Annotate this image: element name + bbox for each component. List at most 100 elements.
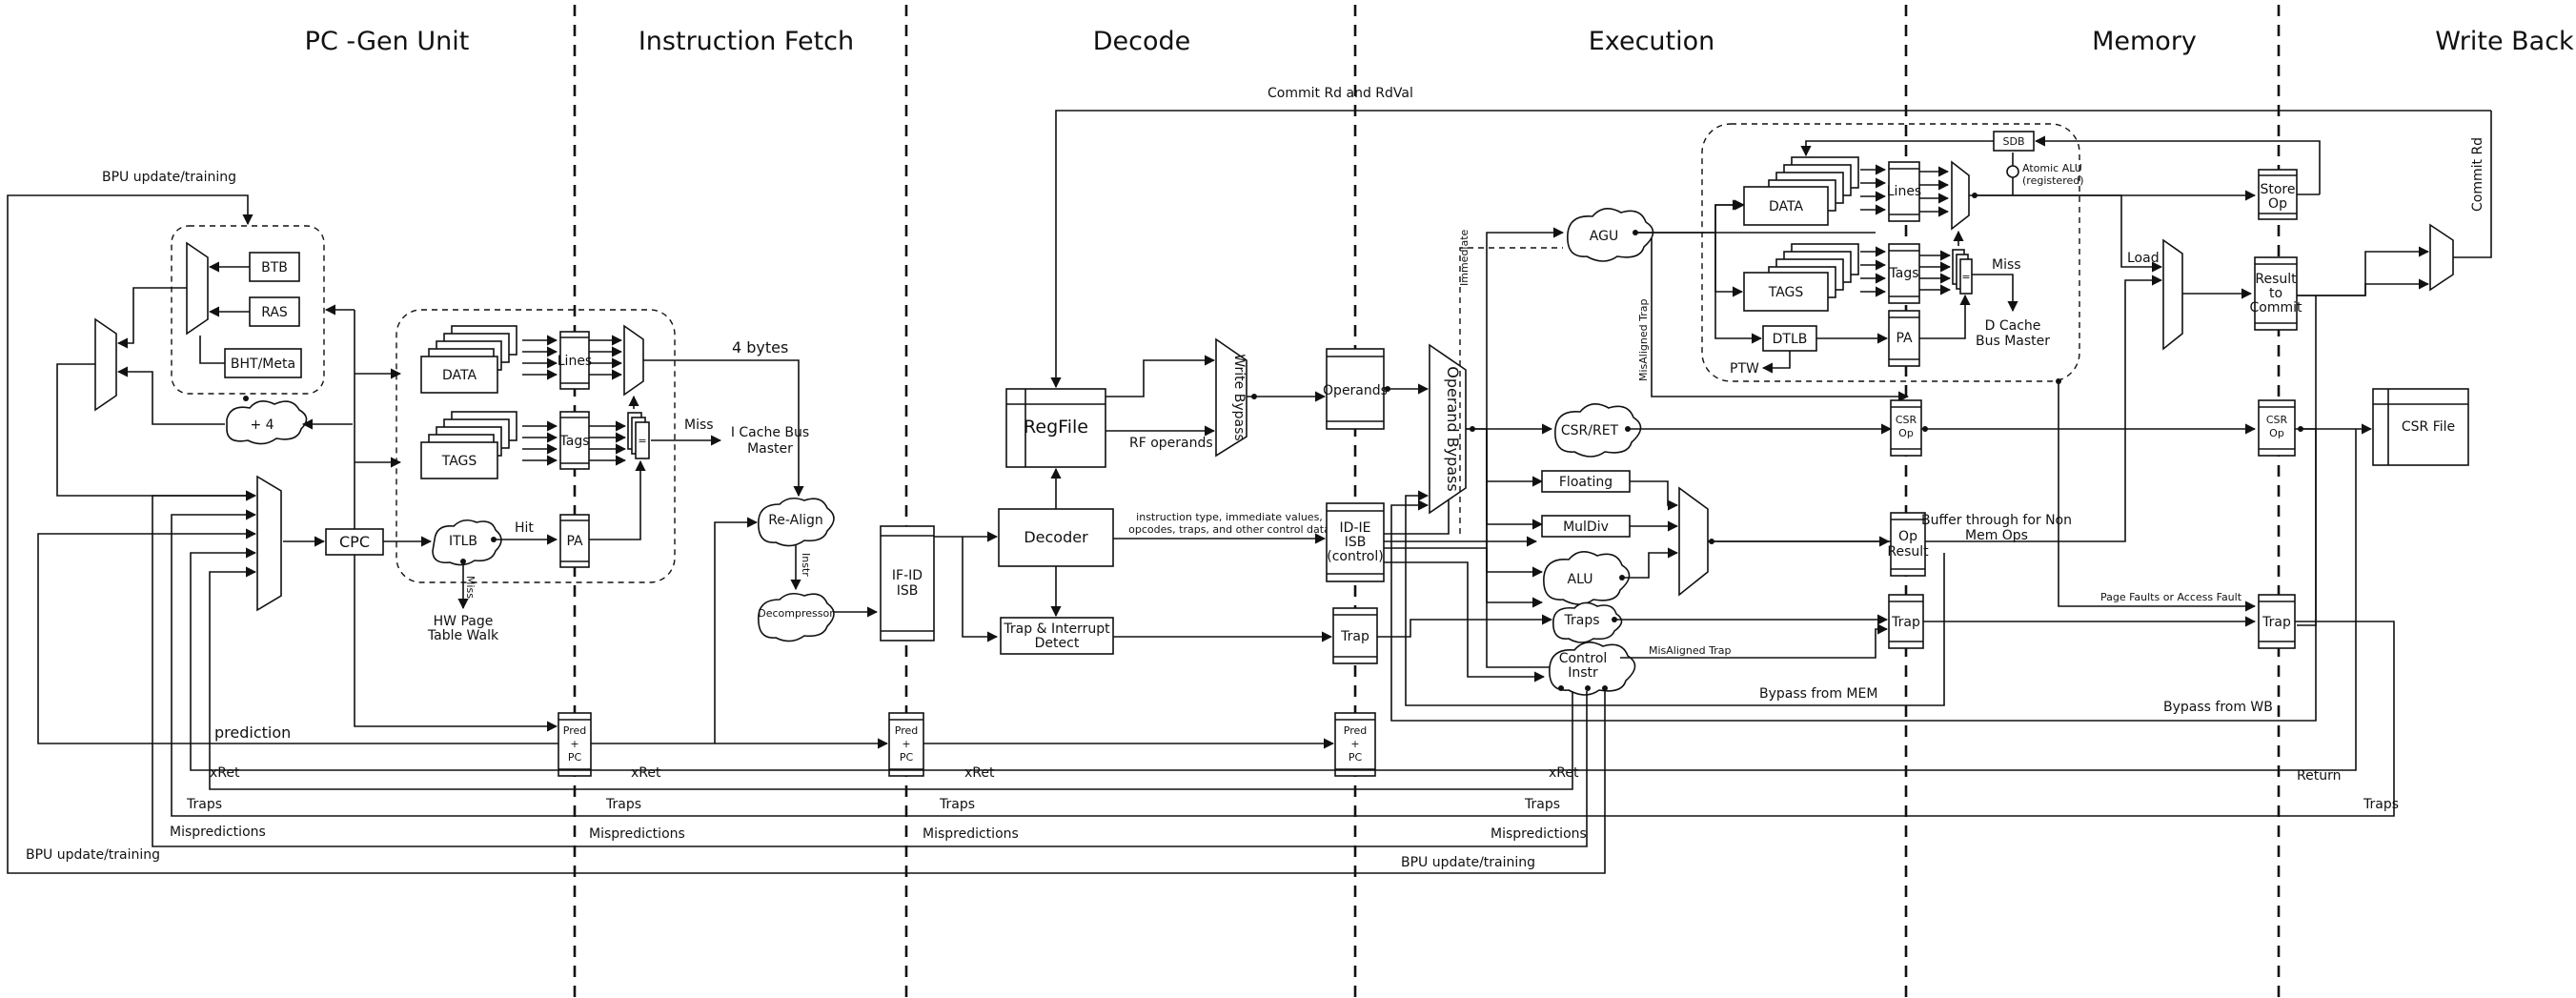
svg-text:Detect: Detect (1035, 636, 1080, 651)
svg-text:Bypass from MEM: Bypass from MEM (1759, 686, 1877, 702)
svg-text:Mispredictions: Mispredictions (923, 826, 1019, 842)
bypass-mem-path: Bypass from MEM (1405, 490, 1945, 706)
traps-block: Traps (1552, 601, 1889, 643)
svg-text:xRet: xRet (210, 765, 240, 781)
icache-pa-register: PA (559, 459, 646, 568)
svg-text:Lines: Lines (558, 354, 592, 369)
svg-text:Commit: Commit (2250, 300, 2303, 316)
cpc-register: CPC (324, 304, 558, 732)
svg-text:MulDiv: MulDiv (1563, 519, 1609, 535)
svg-text:BPU update/training: BPU update/training (26, 847, 160, 863)
immediate-path: Immediate (1458, 229, 1563, 534)
load-mux: Load (1975, 194, 2253, 351)
floating-block: Floating (1541, 470, 1679, 511)
svg-text:Buffer through for Non: Buffer through for Non (1921, 513, 2072, 528)
svg-text:Commit Rd and RdVal: Commit Rd and RdVal (1268, 86, 1413, 101)
svg-text:Traps: Traps (1563, 613, 1599, 628)
stage-title-decode: Decode (1093, 27, 1191, 56)
btb-block (249, 252, 300, 282)
itlb-block: ITLB Hit Miss HW Page Table Walk (427, 519, 558, 643)
svg-text:Mem Ops: Mem Ops (1965, 528, 2028, 543)
pc-select-mux (256, 475, 326, 612)
svg-text:PC: PC (900, 751, 914, 764)
svg-text:Op: Op (1898, 529, 1917, 544)
trap-detect-block: Trap & Interrupt Detect (1000, 617, 1333, 655)
svg-text:Commit Rd: Commit Rd (2470, 137, 2485, 212)
svg-text:PC: PC (568, 751, 582, 764)
control-instr-block: Control Instr MisAligned Trap (1549, 623, 1889, 696)
if-id-isb: IF-ID ISB (880, 525, 999, 642)
svg-text:CSR: CSR (1896, 414, 1917, 426)
svg-text:Bypass from WB: Bypass from WB (2163, 700, 2273, 715)
svg-text:PA: PA (566, 534, 583, 549)
svg-text:Lines: Lines (1887, 184, 1921, 199)
stage-title-pc-gen: PC -Gen Unit (305, 27, 470, 56)
commit-mux: Commit Rd (2429, 111, 2492, 292)
svg-text:MisAligned Trap: MisAligned Trap (1649, 644, 1731, 657)
commit-feedback: Commit Rd and RdVal (1050, 86, 2491, 389)
svg-text:xRet: xRet (964, 765, 995, 781)
svg-text:Miss: Miss (684, 418, 714, 433)
svg-text:Traps: Traps (1524, 797, 1560, 812)
svg-text:MisAligned Trap: MisAligned Trap (1637, 299, 1650, 381)
alu-block: ALU (1543, 547, 1679, 605)
svg-text:Table Walk: Table Walk (427, 628, 499, 643)
svg-text:D Cache: D Cache (1985, 318, 2041, 334)
mem-csr-op-register: CSR Op (1890, 399, 2257, 457)
svg-text:Trap: Trap (2262, 615, 2291, 630)
svg-text:Return: Return (2297, 768, 2341, 784)
svg-text:DTLB: DTLB (1773, 332, 1808, 347)
svg-text:Bus Master: Bus Master (1976, 334, 2050, 349)
bpu-update-bus: BPU update/training BPU update/training (7, 691, 1606, 874)
svg-text:Mispredictions: Mispredictions (170, 825, 266, 840)
svg-text:Tags: Tags (559, 434, 590, 449)
svg-text:Traps: Traps (2363, 797, 2399, 812)
svg-text:Traps: Traps (186, 797, 222, 812)
svg-text:Trap & Interrupt: Trap & Interrupt (1003, 621, 1110, 637)
svg-text:Re-Align: Re-Align (768, 513, 823, 528)
svg-text:BTB: BTB (261, 260, 288, 275)
svg-text:Operand Bypass: Operand Bypass (1444, 366, 1462, 491)
result-commit-register: Result to Commit (2250, 246, 2430, 331)
store-op-register: Store Op (2258, 169, 2320, 220)
ras-block (249, 296, 300, 327)
operand-bypass-mux: Operand Bypass (1429, 227, 1565, 673)
bpu-update-loop-top: BPU update/training (7, 170, 254, 743)
svg-text:Load: Load (2127, 251, 2160, 266)
svg-text:Pred: Pred (895, 724, 918, 737)
stage-title-execution: Execution (1589, 27, 1715, 56)
dcache-tags-array: TAGS (1743, 243, 1887, 312)
svg-text:Trap: Trap (1891, 615, 1920, 630)
svg-text:Page Faults or Access Fault: Page Faults or Access Fault (2100, 591, 2242, 603)
write-bypass-mux: Write Bypass (1215, 337, 1327, 458)
svg-text:+ 4: + 4 (250, 418, 274, 433)
wb-trap-register: Trap Traps (171, 509, 2399, 817)
svg-text:Mispredictions: Mispredictions (589, 826, 685, 842)
svg-text:CSR: CSR (2266, 414, 2288, 426)
svg-text:Hit: Hit (515, 520, 534, 536)
svg-text:ISB: ISB (897, 583, 919, 599)
svg-text:IF-ID: IF-ID (892, 568, 923, 583)
csr-ret-block: CSR/RET (1554, 403, 1893, 458)
bpu-mux (186, 241, 209, 336)
realign-block: Re-Align Instr (758, 497, 835, 591)
svg-text:+: + (570, 738, 578, 750)
svg-text:+: + (902, 738, 910, 750)
svg-text:Op: Op (2269, 427, 2284, 439)
svg-text:4 bytes: 4 bytes (732, 338, 788, 356)
svg-text:Decoder: Decoder (1024, 528, 1088, 546)
svg-text:ALU: ALU (1568, 572, 1593, 587)
svg-text:Decompressor: Decompressor (758, 607, 834, 620)
traps-bus-labels: Traps Traps Traps Traps (186, 797, 1560, 812)
pred-pc-fetch: Pred + PC (558, 712, 592, 777)
dcache-pa-register: PA (1888, 294, 1971, 367)
muldiv-block: MulDiv (1541, 515, 1679, 538)
svg-text:Trap: Trap (1340, 629, 1369, 644)
branch-predictor: BTB RAS BHT/Meta (171, 225, 325, 395)
icache-way-mux (623, 324, 644, 397)
stage-title-writeback: Write Back (2435, 27, 2574, 56)
icache-tags-array: TAGS (420, 411, 558, 479)
dcache-way-mux (1951, 160, 1970, 231)
decompressor-block: Decompressor (758, 592, 879, 642)
